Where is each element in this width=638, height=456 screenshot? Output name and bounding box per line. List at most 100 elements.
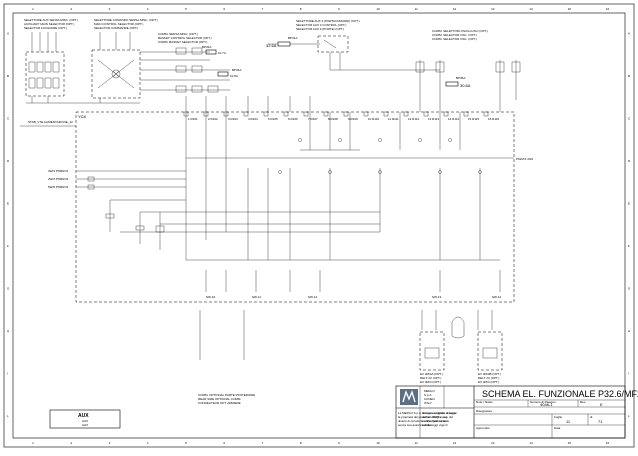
grid-row-left-D: D bbox=[7, 159, 10, 163]
grid-col-top-7: 7 bbox=[262, 7, 264, 11]
input-signals: 3W/3 PNRDO1 2W/2 PNRDO2 5W/5 PNRDO3 bbox=[48, 169, 186, 190]
date-caption: Data bbox=[554, 426, 561, 430]
grid-col-bottom-3: 3 bbox=[109, 441, 111, 445]
drawing-no-caption: Numero di Disegno bbox=[530, 400, 556, 404]
connector-pin-box bbox=[383, 111, 389, 117]
fuse-1: 32.6A BP31A bbox=[266, 36, 320, 48]
bottom-box-label-2: REAR SIDE OPTIONAL COMM. bbox=[198, 397, 241, 401]
grid-col-bottom-5: 5 bbox=[185, 441, 187, 445]
designer-caption: Disegnatore bbox=[476, 409, 493, 413]
fuse-1-value: 32.6A bbox=[266, 43, 277, 48]
legal-note2-2: dell'art. 2575 e seg. del bbox=[422, 415, 453, 419]
sheet-caption: Foglio bbox=[554, 415, 563, 419]
connector-pin-box bbox=[363, 111, 369, 117]
selector-mid-label-1: SELETTORE COMANDO SENSA MISC. (OPT.) bbox=[94, 18, 158, 22]
fuse-3-code: BP33A bbox=[232, 68, 241, 72]
coil-1-label-1: EV 3M/4A (OPT.) bbox=[420, 372, 443, 376]
grid-row-right-E: E bbox=[628, 201, 630, 205]
grid-col-top-10: 10 bbox=[376, 7, 380, 11]
revision: E bbox=[600, 402, 603, 407]
grid-row-left-G: G bbox=[7, 286, 10, 290]
outer-frame bbox=[3, 3, 635, 448]
connector-pin-label: 13 R113 bbox=[428, 117, 439, 121]
input-2: 2W/2 PNRDO2 bbox=[48, 177, 69, 181]
logo-badge bbox=[400, 389, 418, 405]
grid-col-bottom-1: 1 bbox=[32, 441, 34, 445]
connector-pin-box bbox=[443, 111, 449, 117]
grid-row-left-E: E bbox=[7, 201, 9, 205]
connector-pin-box bbox=[263, 111, 269, 117]
selector-far-right-label-1: COMM. SELETTORI OSCILLUSCI (OPT.) bbox=[432, 29, 488, 33]
grid-row-left-H: H bbox=[7, 329, 9, 333]
grid-col-top-16: 16 bbox=[606, 7, 610, 11]
comm-block-label-1: COMM. SENSA MISC. (OPT.) bbox=[158, 32, 198, 36]
coil-1-label-3: EV 3M/4 (OPT.) bbox=[420, 380, 441, 384]
grid-col-top-3: 3 bbox=[109, 7, 111, 11]
fuse-1-code: BP31A bbox=[288, 36, 297, 40]
grid-col-bottom-12: 12 bbox=[453, 441, 457, 445]
grid-row-right-A: A bbox=[628, 31, 630, 35]
coil-2-label-1: EV 3M/4B (OPT.) bbox=[478, 372, 501, 376]
grid-col-bottom-16: 16 bbox=[606, 441, 610, 445]
coil-1: EV 3M/4A (OPT.) DELT 2V (OPT.) EV 3M/4 (… bbox=[419, 331, 445, 384]
feed-lines bbox=[185, 96, 501, 112]
aux-box-line-2: AUX bbox=[82, 423, 88, 427]
sheet-number: 11 bbox=[566, 419, 571, 424]
grid-row-right-I: I bbox=[628, 371, 629, 375]
grid-col-top-1: 1 bbox=[32, 7, 34, 11]
connector-pin-label: 12 R112 bbox=[408, 117, 419, 121]
fuse-2-code: BP32A bbox=[202, 45, 211, 49]
grid-row-right-H: H bbox=[628, 329, 630, 333]
grid-row-right-D: D bbox=[628, 159, 631, 163]
connector-pin-label: 14 R114 bbox=[448, 117, 459, 121]
bottom-sensors: SW-10 SW-11 SW-12 SW-13 SW-14 bbox=[205, 270, 501, 299]
output-right: PMAXX 20/2 bbox=[516, 157, 534, 161]
fuse-2: 10.7A BP32A bbox=[202, 45, 226, 55]
drawing-number: 4048-1 bbox=[540, 402, 553, 407]
connector-pin-label: 2 R102 bbox=[208, 117, 218, 121]
selector-right-label-2: SELECTOR AUX 3 CONTROL (OPT.) bbox=[296, 23, 346, 27]
grid-col-bottom-7: 7 bbox=[262, 441, 264, 445]
aux-box-title: AUX bbox=[78, 413, 89, 419]
coil-center-icon bbox=[451, 316, 465, 339]
selector-far-right-labels: COMM. SELETTORI OSCILLUSCI (OPT.) COMM. … bbox=[432, 29, 488, 41]
legal-note2-1: Disegno soggetto ai sensi bbox=[422, 411, 457, 415]
grid-col-top-14: 14 bbox=[529, 7, 533, 11]
connector-pin-label: 5 R105 bbox=[268, 117, 278, 121]
selector-far-right-label-3: COMM. SELECTOR OSC. (OPT.) bbox=[432, 37, 477, 41]
company-name-2: S.p.A. bbox=[424, 393, 432, 397]
grid-col-bottom-14: 14 bbox=[529, 441, 533, 445]
selector-mid-label-2: MAIN CONTROL SELECTOR (OPT.) bbox=[94, 22, 143, 26]
rev-caption: Rev. bbox=[580, 400, 586, 404]
grid-row-left-I: I bbox=[7, 371, 8, 375]
main-connector: YC8 STAB_VTE ALIMENTAZIONE_12 bbox=[20, 111, 515, 303]
selector-mid-label-3: SELECTOR COMMANDE (OPT.) bbox=[94, 26, 138, 30]
connector-pin-box bbox=[403, 111, 409, 117]
grid-row-right-F: F bbox=[628, 244, 630, 248]
inner-frame bbox=[12, 12, 626, 439]
grid-col-top-5: 5 bbox=[185, 7, 187, 11]
connector-pin-box bbox=[483, 111, 489, 117]
legal-note2-4: e dalle leggi vigenti bbox=[422, 423, 448, 427]
selector-left-label-3: SELECTOR AUXILIAIRE (OPT.) bbox=[24, 26, 67, 30]
grid-col-bottom-11: 11 bbox=[415, 441, 418, 445]
selector-right-top-switch bbox=[317, 35, 440, 71]
grid-col-top-15: 15 bbox=[568, 7, 572, 11]
grid-row-left-A: A bbox=[7, 31, 9, 35]
grid-col-top-8: 8 bbox=[300, 7, 302, 11]
selector-left-labels: SELETTORE AUX SENSA MISC. (OPT.) AUXILIA… bbox=[24, 18, 78, 30]
grid-row-right-L: L bbox=[628, 414, 630, 418]
grid-col-top-13: 13 bbox=[491, 7, 495, 11]
fuse-3: 10.8A BP33A bbox=[217, 68, 241, 78]
aux-box-line-1: AUX bbox=[82, 419, 88, 423]
connector-pin-label: 6 R106 bbox=[288, 117, 298, 121]
connector-title: YC8 bbox=[78, 114, 87, 119]
legal-note2-3: codice civile italiano bbox=[422, 419, 449, 423]
coil-1-label-2: DELT 2V (OPT.) bbox=[420, 376, 441, 380]
fuse-4: 30.6A BP35A bbox=[445, 76, 471, 88]
coil-2-label-2: DELT 2V (OPT.) bbox=[478, 376, 499, 380]
